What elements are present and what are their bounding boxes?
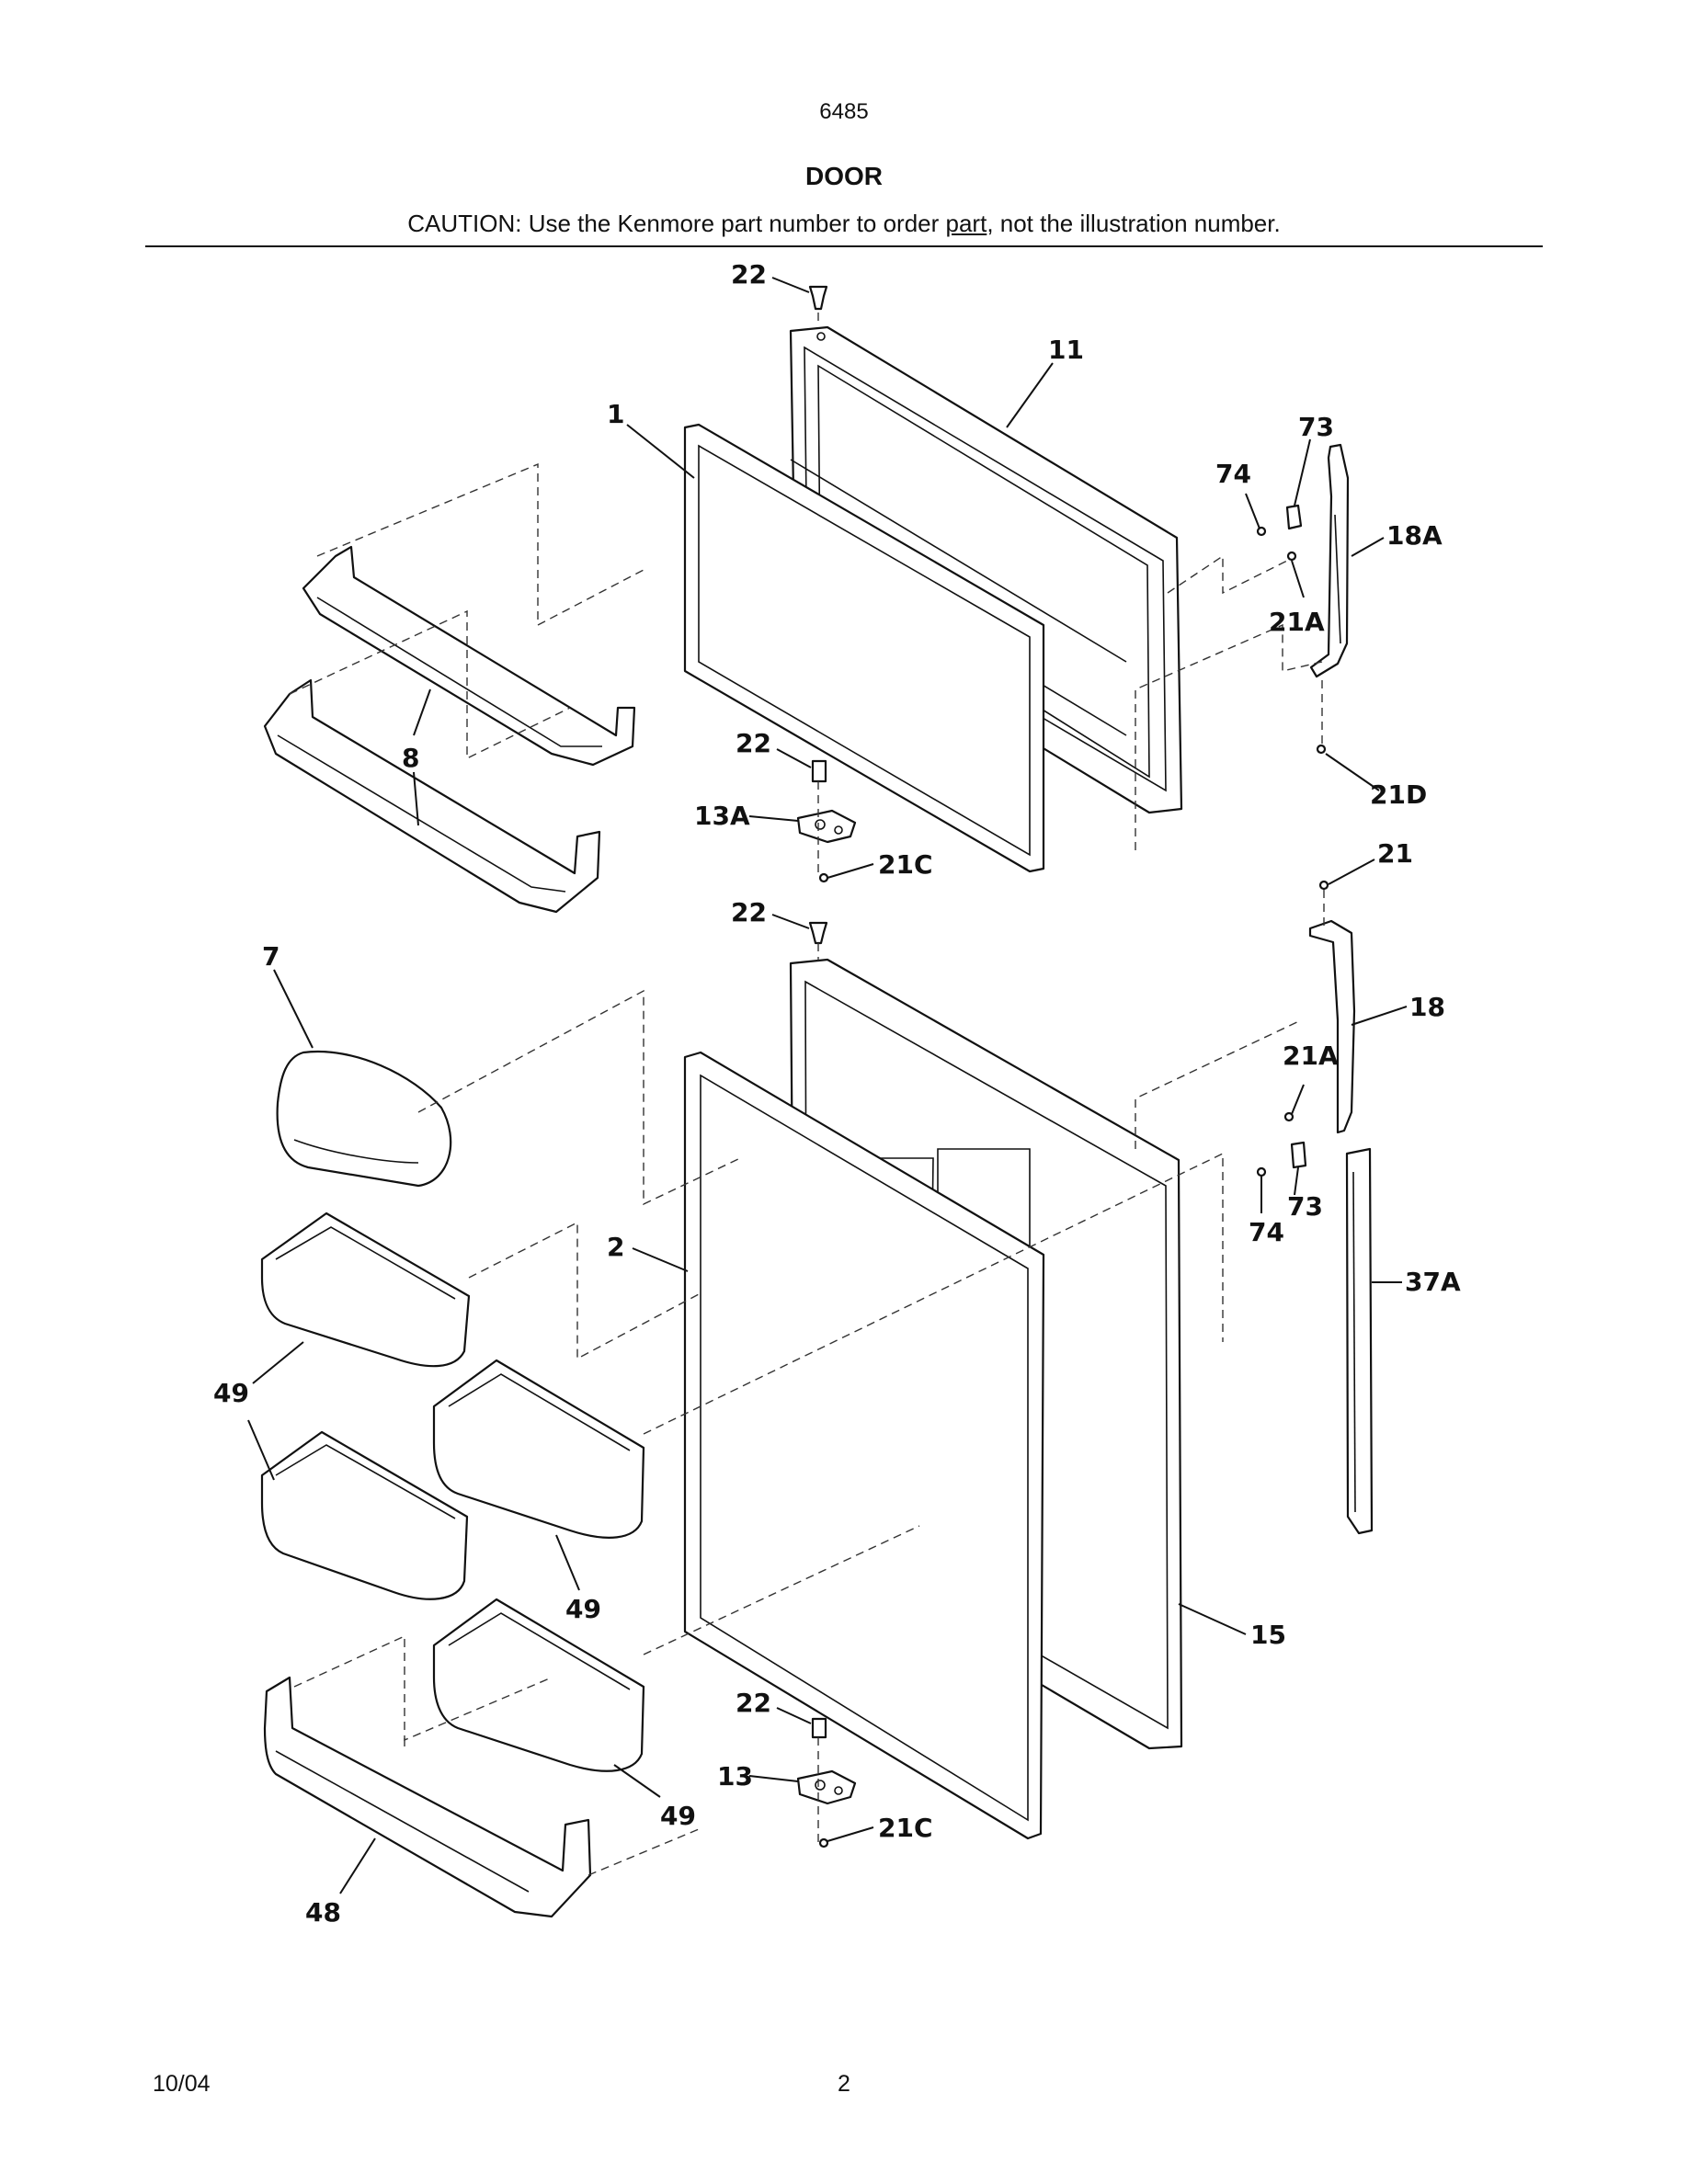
callout-49-door-bin: 49	[213, 1378, 249, 1408]
freezer-shelf-rail-upper	[302, 545, 636, 767]
callout-labels: 22 11 1 73 74 18A 21A 21D 8 22 13A 21C 2…	[213, 259, 1461, 1928]
freezer-shelf-rail-lower	[263, 678, 601, 914]
bottom-hinge-screw-21C	[818, 1837, 829, 1848]
fresh-food-handle-18	[1308, 919, 1356, 1134]
callout-13A-center-hinge: 13A	[694, 801, 750, 831]
handle-screw-21A-lower	[1283, 1111, 1295, 1122]
callout-22-bottom-hinge-pin: 22	[736, 1688, 771, 1718]
door-bin-middle-right	[432, 1359, 645, 1539]
center-hinge-pin-upper	[811, 759, 827, 783]
page-title: DOOR	[805, 162, 883, 190]
fresh-food-door-gasket	[683, 1051, 1045, 1840]
callout-22-lower-door-pin: 22	[731, 897, 767, 927]
door-bin-lower-right	[432, 1598, 645, 1772]
dairy-compartment-door	[276, 1050, 452, 1188]
callout-21A-lower-screw: 21A	[1283, 1041, 1339, 1071]
handle-screw-21	[1318, 880, 1329, 891]
callout-22-center-hinge-pin: 22	[736, 728, 771, 758]
assembly-guide-lines	[289, 313, 1325, 1876]
handle-screw-74-lower	[1256, 1166, 1267, 1177]
handle-cap-73-upper	[1285, 504, 1303, 530]
callout-21C-center-screw: 21C	[878, 849, 933, 880]
callout-18-fresh-food-handle: 18	[1409, 992, 1445, 1022]
handle-screw-74-upper	[1256, 526, 1267, 537]
page-number: 2	[838, 2071, 850, 2097]
revision-date: 10/04	[153, 2071, 211, 2097]
handle-screw-21D	[1316, 744, 1327, 755]
center-hinge-screw-21C	[818, 872, 829, 883]
handle-cap-73-lower	[1290, 1141, 1307, 1169]
callout-21-handle-screw: 21	[1377, 838, 1413, 869]
callout-11-freezer-door: 11	[1048, 335, 1084, 365]
freezer-door-gasket	[683, 423, 1045, 873]
caution-text-end: , not the illustration number.	[987, 210, 1281, 237]
callout-22-top-hinge-pin: 22	[731, 259, 767, 290]
bottom-door-shelf-48	[263, 1676, 592, 1918]
callout-73-lower-cap: 73	[1287, 1191, 1323, 1222]
callout-18A-freezer-handle: 18A	[1386, 520, 1443, 551]
callout-74-upper-screw: 74	[1215, 459, 1251, 489]
callout-37A-trim: 37A	[1405, 1267, 1461, 1297]
callout-74-lower-screw: 74	[1249, 1217, 1284, 1247]
callout-15-fresh-food-door: 15	[1250, 1620, 1286, 1650]
callout-13-bottom-hinge: 13	[717, 1761, 753, 1792]
center-hinge-plate-13A	[796, 809, 857, 844]
callout-73-upper-cap: 73	[1298, 412, 1334, 442]
handle-screw-21A-upper	[1286, 551, 1297, 562]
bottom-hinge-pin	[811, 1717, 827, 1739]
bottom-hinge-plate-13	[796, 1769, 857, 1805]
callout-8-shelf-rail: 8	[402, 743, 419, 773]
middle-hinge-pin-lower-door	[808, 921, 828, 945]
top-hinge-pin	[808, 285, 828, 311]
door-bin-middle-left	[260, 1430, 469, 1600]
callout-2-fresh-food-gasket: 2	[607, 1232, 624, 1262]
callout-7-dairy-door: 7	[262, 941, 279, 972]
callout-49-door-bin-lower: 49	[660, 1801, 696, 1831]
callout-21A-upper-screw: 21A	[1269, 607, 1325, 637]
model-number: 6485	[819, 99, 869, 124]
caution-underlined-word: part	[945, 210, 987, 237]
callout-21C-bottom-screw: 21C	[878, 1813, 933, 1843]
callout-48-bottom-shelf: 48	[305, 1897, 341, 1928]
callout-21D-screw: 21D	[1370, 779, 1427, 810]
callout-leader-lines	[247, 277, 1408, 1894]
caution-note: CAUTION: Use the Kenmore part number to …	[0, 210, 1688, 238]
header-rule	[145, 245, 1543, 247]
handle-trim-37A	[1345, 1147, 1374, 1535]
callout-49-door-bin-middle: 49	[565, 1594, 601, 1624]
caution-text-start: CAUTION: Use the Kenmore part number to …	[407, 210, 946, 237]
callout-1-freezer-gasket: 1	[607, 399, 624, 429]
freezer-handle-18A	[1309, 443, 1350, 678]
door-bin-upper-left	[260, 1211, 471, 1368]
